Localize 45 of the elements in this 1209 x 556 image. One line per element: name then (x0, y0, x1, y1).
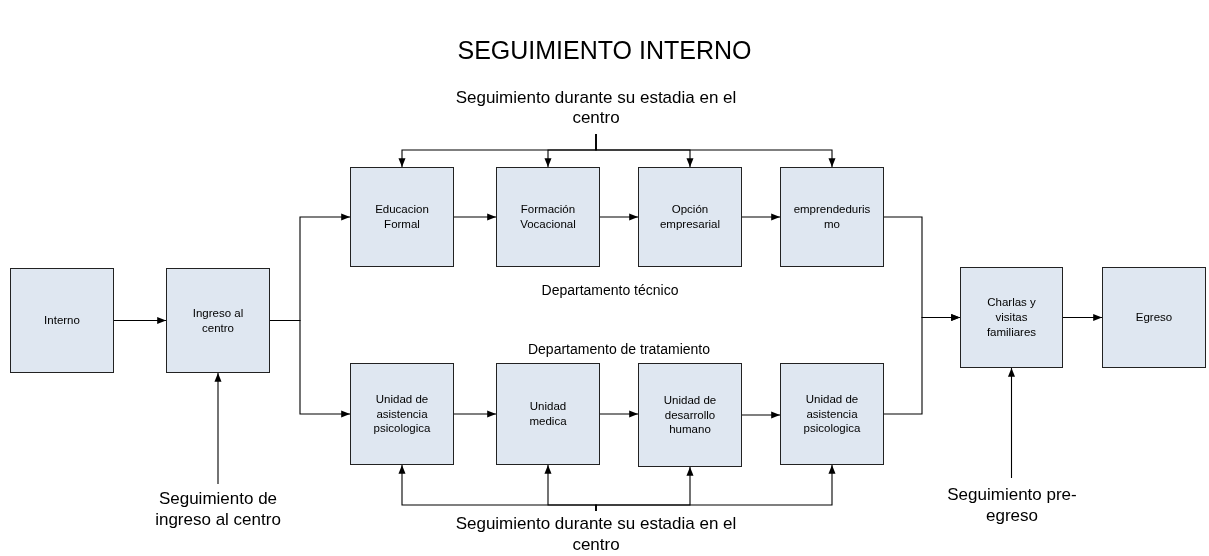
diagram-title: SEGUIMIENTO INTERNO (456, 36, 753, 65)
node-label: Egreso (1135, 310, 1173, 325)
arrow (1062, 314, 1103, 321)
department-label: Departamento técnico (541, 282, 679, 298)
node-label: Unidad de asistencia psicologica (372, 391, 432, 437)
process-box (166, 268, 270, 373)
process-box (1102, 267, 1206, 368)
process-box (350, 363, 454, 465)
department-label: Departamento de tratamiento (527, 341, 711, 357)
arrow (453, 410, 497, 418)
arrow (214, 372, 222, 485)
process-box (496, 363, 600, 465)
arrow (453, 213, 497, 221)
node-label: Opción empresarial (658, 202, 722, 232)
process-box (638, 363, 742, 467)
process-box (350, 167, 454, 267)
node-label: Ingreso al centro (191, 305, 245, 336)
node-label: Seguimiento pre-egreso (946, 485, 1078, 526)
node-label: Unidad de asistencia psicologica (802, 391, 862, 437)
node-label: emprendeduris mo (793, 202, 871, 232)
arrow (741, 213, 781, 221)
process-box (780, 167, 884, 267)
process-box (10, 268, 114, 373)
node-label: Formación Vocacional (519, 202, 577, 232)
node-label: Educacion Formal (374, 202, 430, 232)
node-label: Seguimiento durante su estadia en el centro (454, 514, 738, 555)
arrow (883, 314, 961, 415)
arrow (595, 133, 836, 168)
arrow (1008, 367, 1015, 479)
arrow (599, 213, 639, 221)
process-box (496, 167, 600, 267)
node-label: Interno (44, 313, 80, 328)
arrow (595, 464, 836, 512)
node-label: Charlas y visitas familiares (985, 295, 1038, 340)
node-label: Seguimiento de ingreso al centro (154, 489, 282, 530)
node-label: Unidad medica (528, 399, 568, 429)
process-box (638, 167, 742, 267)
process-box (960, 267, 1063, 368)
node-label: Seguimiento durante su estadia en el centro (454, 88, 738, 129)
arrow (269, 319, 351, 418)
node-label: Unidad de desarrollo humano (662, 392, 718, 438)
arrow (113, 317, 167, 324)
process-box (780, 363, 884, 465)
arrow (599, 410, 639, 418)
arrow (741, 411, 781, 419)
